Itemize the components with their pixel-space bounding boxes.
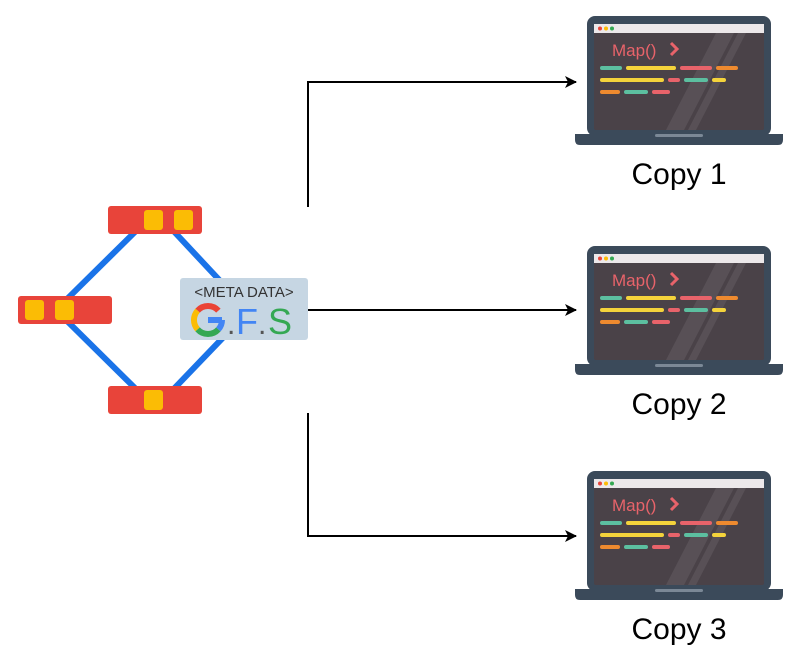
code-line xyxy=(684,78,708,82)
chevron-right-icon xyxy=(669,496,680,512)
code-line xyxy=(626,296,676,300)
gfs-badge-background xyxy=(180,278,308,340)
code-line xyxy=(652,545,670,549)
laptop-base xyxy=(575,589,783,600)
code-line xyxy=(716,521,738,525)
code-line xyxy=(668,78,680,82)
laptop-base xyxy=(575,134,783,145)
window-control-dot xyxy=(604,26,608,31)
laptop-notch xyxy=(655,364,703,367)
code-line xyxy=(624,545,648,549)
laptop-icon: Map() xyxy=(575,16,783,145)
window-control-dot xyxy=(610,481,614,486)
code-line xyxy=(712,78,726,82)
replication-arrows xyxy=(307,76,577,542)
copy-3-caption: Copy 3 xyxy=(631,613,727,646)
cluster-node-top xyxy=(108,206,202,234)
meta-data-label: <META DATA> xyxy=(194,284,293,301)
laptop-screen xyxy=(594,24,764,130)
window-control-dot xyxy=(604,256,608,261)
gfs-metadata-badge: <META DATA> . F . S xyxy=(180,278,308,342)
code-line xyxy=(600,545,620,549)
code-line xyxy=(600,66,622,70)
cluster-node-bottom xyxy=(108,386,202,414)
code-line xyxy=(600,308,664,312)
chunk-block xyxy=(144,390,163,410)
code-line xyxy=(600,320,620,324)
laptop-base xyxy=(575,364,783,375)
chevron-right-icon xyxy=(669,41,680,57)
gfs-dot: . xyxy=(258,308,266,341)
chunk-block xyxy=(174,210,193,230)
code-line xyxy=(712,533,726,537)
laptop-icon: Map() xyxy=(575,471,783,600)
window-control-dot xyxy=(604,481,608,486)
cluster-node-left xyxy=(18,296,112,324)
code-line xyxy=(600,90,620,94)
code-line xyxy=(600,521,622,525)
code-line xyxy=(626,66,676,70)
cluster-link xyxy=(59,313,146,399)
window-titlebar xyxy=(594,24,764,33)
code-line xyxy=(680,521,712,525)
copy-1-caption: Copy 1 xyxy=(631,158,727,191)
code-line xyxy=(600,78,664,82)
window-control-dot xyxy=(610,26,614,31)
window-titlebar xyxy=(594,254,764,263)
window-control-dot xyxy=(610,256,614,261)
code-line xyxy=(668,308,680,312)
cluster-link xyxy=(59,221,146,307)
code-line xyxy=(668,533,680,537)
laptop-notch xyxy=(655,589,703,592)
code-line xyxy=(716,66,738,70)
chunk-block xyxy=(25,300,44,320)
code-line xyxy=(652,90,670,94)
code-line xyxy=(680,66,712,70)
code-line xyxy=(684,533,708,537)
window-control-dot xyxy=(598,481,602,486)
google-g-icon xyxy=(191,302,226,338)
code-line xyxy=(626,521,676,525)
screen-title: Map() xyxy=(612,496,656,515)
gfs-dot: . xyxy=(227,308,235,341)
chunk-block xyxy=(55,300,74,320)
code-line xyxy=(680,296,712,300)
chunk-block xyxy=(144,210,163,230)
arrow-to-copy-1 xyxy=(307,76,577,207)
copy-2-caption: Copy 2 xyxy=(631,388,727,421)
laptops: Map() Map() Map() xyxy=(575,16,783,600)
laptop-screen xyxy=(594,254,764,360)
code-line xyxy=(652,320,670,324)
chevron-right-icon xyxy=(669,271,680,287)
gfs-letter-f: F xyxy=(236,301,258,342)
code-line xyxy=(684,308,708,312)
laptop-icon: Map() xyxy=(575,246,783,375)
screen-title: Map() xyxy=(612,41,656,60)
code-line xyxy=(600,296,622,300)
window-control-dot xyxy=(598,26,602,31)
window-titlebar xyxy=(594,479,764,488)
screen-title: Map() xyxy=(612,271,656,290)
window-control-dot xyxy=(598,256,602,261)
code-line xyxy=(624,90,648,94)
laptop-notch xyxy=(655,134,703,137)
code-line xyxy=(716,296,738,300)
laptop-screen xyxy=(594,479,764,585)
code-line xyxy=(600,533,664,537)
gfs-letter-s: S xyxy=(268,301,292,342)
code-line xyxy=(624,320,648,324)
arrow-to-copy-3 xyxy=(307,413,577,542)
code-line xyxy=(712,308,726,312)
